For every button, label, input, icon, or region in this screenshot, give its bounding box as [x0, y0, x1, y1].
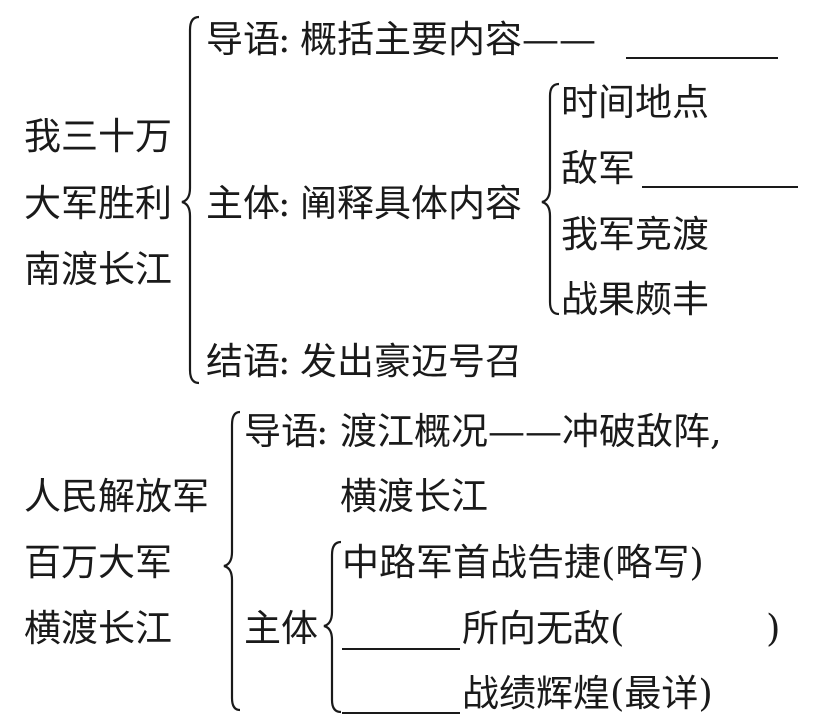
diagram2-intro-line-1: 渡江概况——冲破敌阵, — [340, 410, 722, 453]
diagram2-root-line-2: 百万大军 — [24, 541, 172, 584]
diagram1-item-3: 我军竞渡 — [561, 213, 709, 256]
diagram1-intro-blank — [626, 57, 778, 59]
diagram1-item-2-blank — [642, 186, 798, 188]
diagram1-item-2: 敌军 — [561, 147, 635, 190]
diagram1-root-line-2: 大军胜利 — [24, 182, 172, 225]
diagram2-intro-label: 导语 — [244, 410, 318, 453]
diagram2-root-line-1: 人民解放军 — [24, 475, 209, 518]
diagram2-item-3-blank — [342, 712, 460, 714]
diagram2-intro-colon: : — [316, 410, 329, 453]
diagram1-root-line-1: 我三十万 — [24, 115, 172, 158]
diagram2-item-2: 所向无敌( — [462, 607, 625, 650]
diagram2-intro-line-2: 横渡长江 — [340, 475, 488, 518]
diagram1-intro-colon: : — [278, 18, 291, 61]
diagram1-body-colon: : — [278, 182, 291, 225]
diagram1-body-label: 主体 — [206, 182, 280, 225]
diagram2-item-2-blank — [342, 648, 460, 650]
diagram2-item-3: 战绩辉煌(最详) — [462, 672, 713, 715]
diagram1-body-text: 阐释具体内容 — [300, 182, 522, 225]
diagram1-intro-text: 概括主要内容—— — [300, 18, 596, 61]
diagram2-root-line-3: 横渡长江 — [24, 607, 172, 650]
diagram1-root-line-3: 南渡长江 — [24, 248, 172, 291]
diagram1-conclusion-colon: : — [278, 340, 291, 383]
diagram2-item-2-close: ) — [766, 607, 781, 650]
diagram1-intro-label: 导语 — [206, 18, 280, 61]
diagram2-item-1: 中路军首战告捷(略写) — [342, 541, 704, 584]
diagram1-conclusion-text: 发出豪迈号召 — [300, 340, 522, 383]
diagram1-conclusion-label: 结语 — [206, 340, 280, 383]
diagram2-body-label: 主体 — [244, 607, 318, 650]
diagram1-item-4: 战果颇丰 — [561, 278, 709, 321]
diagram1-item-1: 时间地点 — [561, 81, 709, 124]
